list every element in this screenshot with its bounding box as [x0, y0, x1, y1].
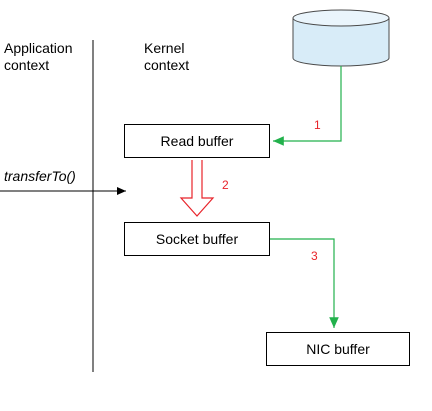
disk-cylinder-icon: [292, 9, 390, 67]
read-buffer-label: Read buffer: [160, 133, 234, 149]
flow-arrow-socket-to-nic: [270, 238, 339, 328]
step-1-label: 1: [314, 118, 321, 132]
application-context-title: Application: [4, 40, 73, 56]
kernel-context-title: Kernel: [144, 40, 185, 56]
kernel-context-subtitle: context: [144, 57, 190, 73]
flow-arrow-disk-to-read: [273, 66, 342, 146]
socket-buffer-label: Socket buffer: [155, 231, 239, 247]
transfer-to-call-label: transferTo(): [4, 168, 76, 184]
nic-buffer-label: NIC buffer: [306, 341, 370, 357]
application-context-subtitle: context: [4, 57, 50, 73]
step-3-label: 3: [311, 249, 318, 263]
nic-buffer-box: NIC buffer: [266, 332, 410, 366]
socket-buffer-box: Socket buffer: [124, 222, 270, 256]
step-2-label: 2: [222, 178, 229, 192]
copy-arrow-read-to-socket: [179, 160, 215, 217]
read-buffer-box: Read buffer: [124, 124, 270, 158]
